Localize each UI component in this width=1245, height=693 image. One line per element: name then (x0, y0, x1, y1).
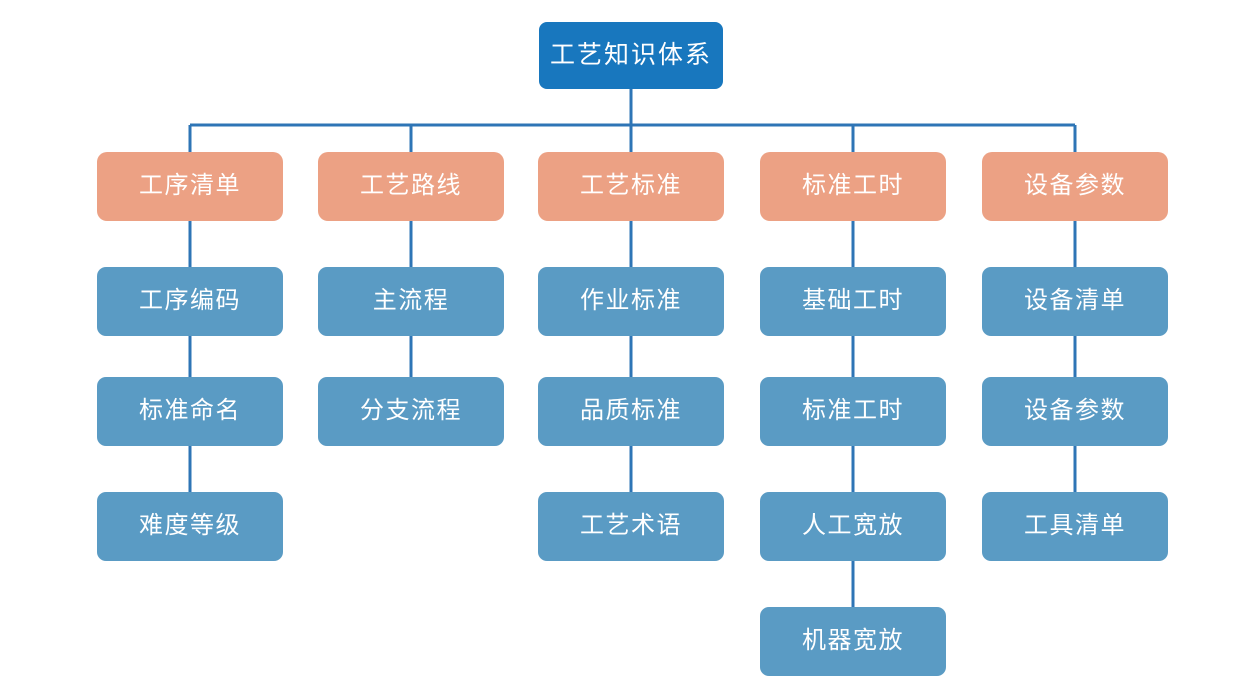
diagram-node-label: 工序清单 (139, 172, 241, 200)
diagram-node[interactable]: 分支流程 (318, 377, 504, 446)
diagram-node-label: 工艺标准 (580, 172, 682, 200)
diagram-node-label: 难度等级 (139, 512, 241, 540)
diagram-node-label: 工艺术语 (580, 512, 682, 540)
diagram-node[interactable]: 工序编码 (97, 267, 283, 336)
diagram-node-label: 标准命名 (139, 397, 241, 425)
diagram-node-label: 设备清单 (1024, 287, 1126, 315)
diagram-node-label: 品质标准 (580, 397, 682, 425)
diagram-node-label: 工具清单 (1024, 512, 1126, 540)
diagram-node-label: 工序编码 (139, 287, 241, 315)
diagram-node-label: 设备参数 (1024, 397, 1126, 425)
diagram-node-label: 设备参数 (1024, 172, 1126, 200)
diagram-node[interactable]: 工艺标准 (538, 152, 724, 221)
diagram-node-label: 基础工时 (802, 287, 904, 315)
diagram-node[interactable]: 工具清单 (982, 492, 1168, 561)
diagram-node-label: 工艺路线 (360, 172, 462, 200)
diagram-node[interactable]: 人工宽放 (760, 492, 946, 561)
diagram-node[interactable]: 标准工时 (760, 152, 946, 221)
diagram-node[interactable]: 机器宽放 (760, 607, 946, 676)
diagram-node[interactable]: 工艺路线 (318, 152, 504, 221)
diagram-node[interactable]: 基础工时 (760, 267, 946, 336)
diagram-node-label: 作业标准 (580, 287, 682, 315)
diagram-node[interactable]: 品质标准 (538, 377, 724, 446)
diagram-node[interactable]: 标准工时 (760, 377, 946, 446)
diagram-node[interactable]: 设备参数 (982, 377, 1168, 446)
diagram-node-label: 机器宽放 (802, 627, 904, 655)
diagram-node[interactable]: 难度等级 (97, 492, 283, 561)
diagram-node[interactable]: 工艺术语 (538, 492, 724, 561)
diagram-node-label: 标准工时 (802, 172, 904, 200)
root-node-label: 工艺知识体系 (549, 40, 712, 69)
diagram-node[interactable]: 主流程 (318, 267, 504, 336)
diagram-node-label: 人工宽放 (802, 512, 904, 540)
diagram-node-label: 主流程 (372, 287, 450, 315)
diagram-node[interactable]: 工序清单 (97, 152, 283, 221)
diagram-node-label: 标准工时 (802, 397, 904, 425)
diagram-node[interactable]: 作业标准 (538, 267, 724, 336)
root-node[interactable]: 工艺知识体系 (539, 22, 723, 89)
diagram-node[interactable]: 设备参数 (982, 152, 1168, 221)
diagram-node[interactable]: 标准命名 (97, 377, 283, 446)
diagram-node-label: 分支流程 (360, 397, 462, 425)
diagram-node[interactable]: 设备清单 (982, 267, 1168, 336)
